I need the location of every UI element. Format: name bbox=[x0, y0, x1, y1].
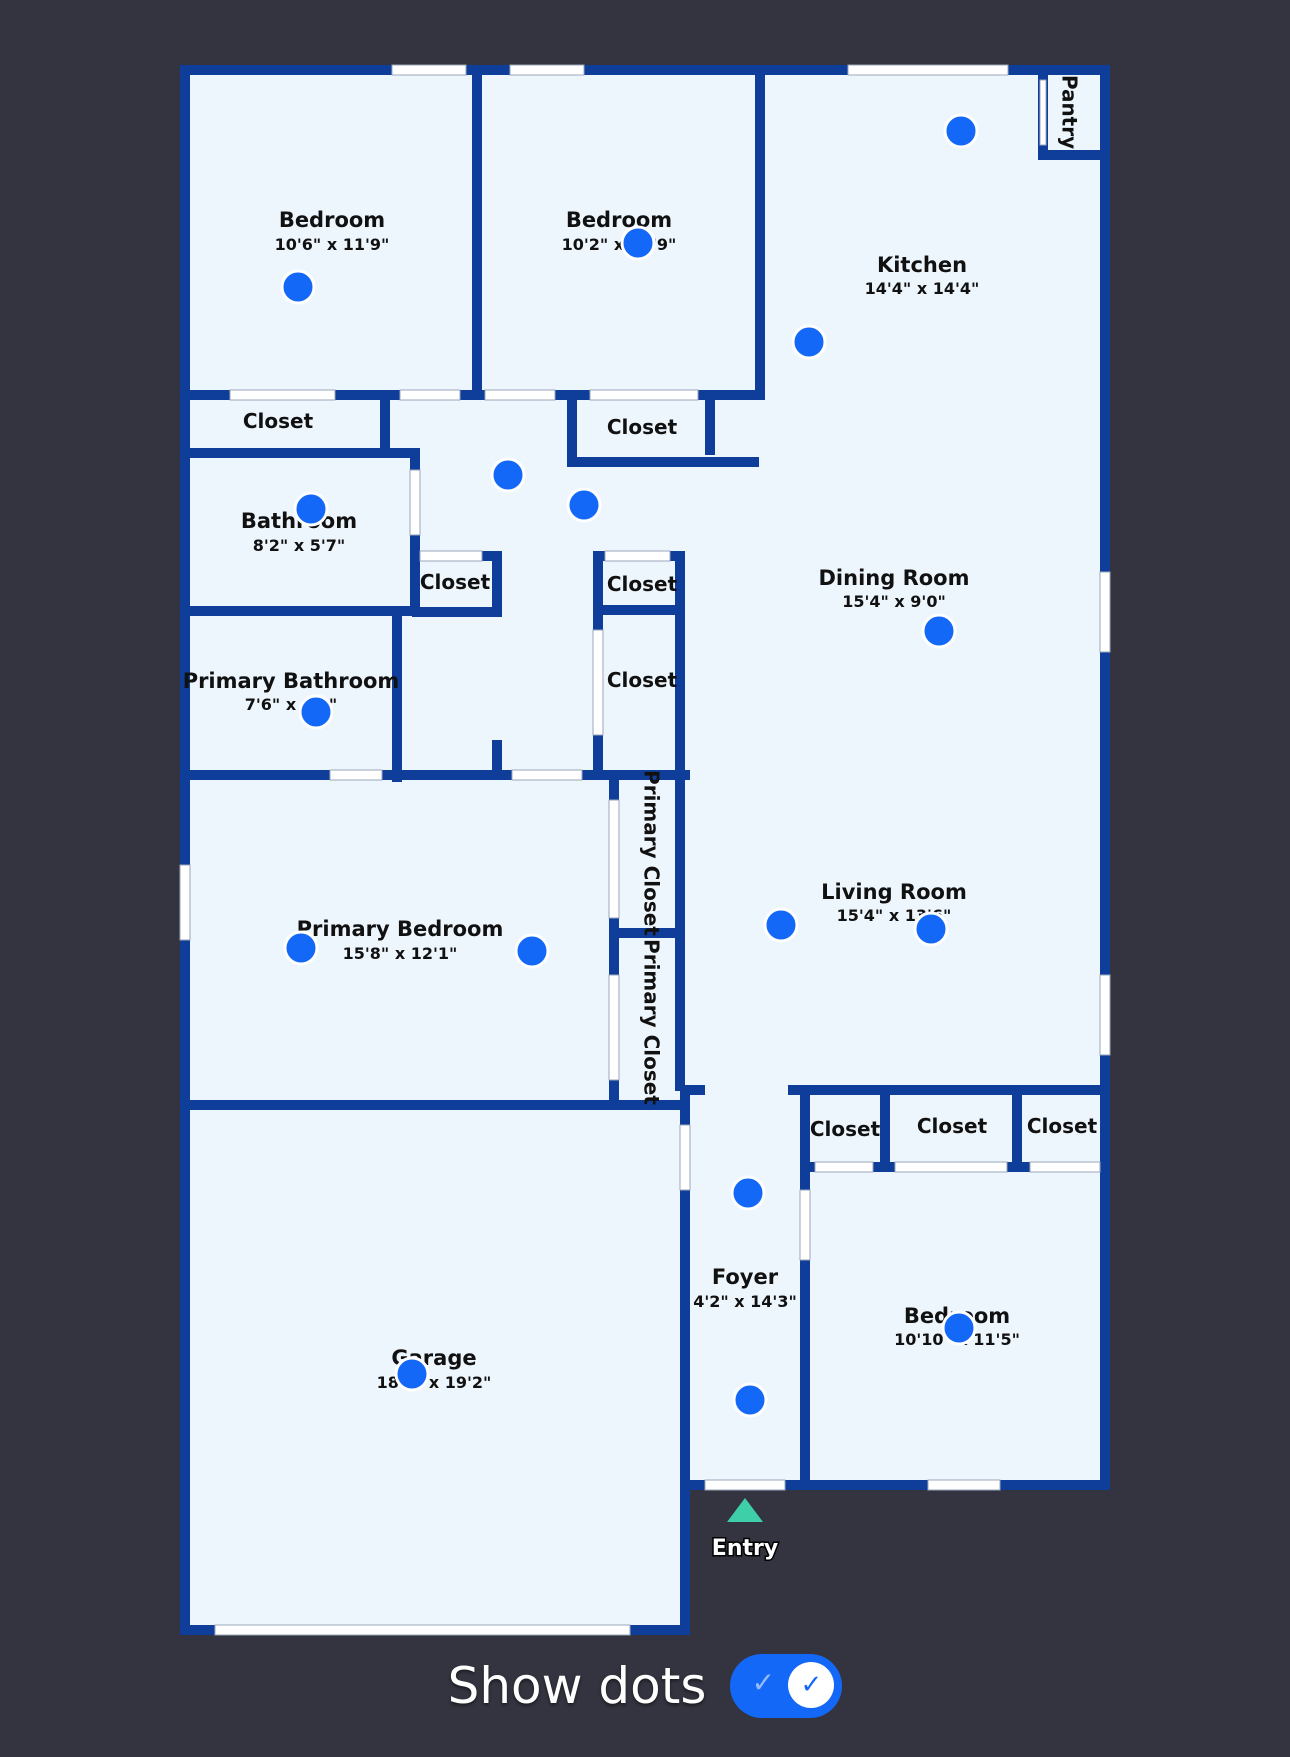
bedroom-1-dims: 10'6" x 11'9" bbox=[275, 235, 390, 254]
kitchen-dims: 14'4" x 14'4" bbox=[865, 279, 980, 298]
check-icon: ✓ bbox=[800, 1670, 823, 1700]
photo-dot[interactable] bbox=[763, 907, 799, 943]
show-dots-toggle[interactable]: ✓ ✓ bbox=[730, 1654, 843, 1718]
primary-closet-1-label: Primary Closet bbox=[640, 770, 664, 936]
closet-8-label: Closet bbox=[1027, 1114, 1098, 1138]
primary-bedroom-dims: 15'8" x 12'1" bbox=[343, 944, 458, 963]
closet-3-label: Closet bbox=[420, 570, 491, 594]
primary-bedroom-name: Primary Bedroom bbox=[297, 917, 504, 941]
photo-dot[interactable] bbox=[298, 694, 334, 730]
bedroom-2-dims: 10'2" x 11'9" bbox=[562, 235, 677, 254]
foyer-dims: 4'2" x 14'3" bbox=[693, 1292, 797, 1311]
check-icon: ✓ bbox=[751, 1666, 776, 1699]
pantry-label: Pantry bbox=[1058, 75, 1082, 149]
entry-label: Entry bbox=[712, 1536, 778, 1561]
bathroom-dims: 8'2" x 5'7" bbox=[253, 536, 345, 555]
photo-dot[interactable] bbox=[283, 930, 319, 966]
photo-dot[interactable] bbox=[280, 269, 316, 305]
closet-6-label: Closet bbox=[810, 1117, 881, 1141]
photo-dot[interactable] bbox=[913, 911, 949, 947]
toggle-knob[interactable]: ✓ bbox=[788, 1662, 835, 1708]
entry-marker: Entry bbox=[710, 1498, 780, 1563]
dining-room-dims: 15'4" x 9'0" bbox=[842, 592, 946, 611]
photo-dot[interactable] bbox=[490, 457, 526, 493]
photo-dot[interactable] bbox=[921, 613, 957, 649]
openings bbox=[179, 64, 1111, 1636]
closet-4-label: Closet bbox=[607, 572, 678, 596]
photo-dot[interactable] bbox=[730, 1175, 766, 1211]
bedroom-1-name: Bedroom bbox=[279, 208, 385, 232]
photo-dot[interactable] bbox=[620, 225, 656, 261]
primary-closet-2-label: Primary Closet bbox=[640, 939, 664, 1105]
entry-arrow-icon bbox=[727, 1498, 763, 1522]
photo-dot[interactable] bbox=[394, 1356, 430, 1392]
closet-2-label: Closet bbox=[607, 415, 678, 439]
living-room-name: Living Room bbox=[821, 880, 967, 904]
garage-dims: 18'8" x 19'2" bbox=[377, 1373, 492, 1392]
floor-plan: Bedroom 10'6" x 11'9" Bedroom 10'2" x 11… bbox=[179, 64, 1111, 1636]
photo-dot[interactable] bbox=[732, 1382, 768, 1418]
photo-dot[interactable] bbox=[566, 487, 602, 523]
photo-dot[interactable] bbox=[293, 491, 329, 527]
closet-7-label: Closet bbox=[917, 1114, 988, 1138]
photo-dot[interactable] bbox=[791, 324, 827, 360]
dining-room-name: Dining Room bbox=[819, 566, 970, 590]
show-dots-label: Show dots bbox=[447, 1657, 707, 1715]
primary-bathroom-name: Primary Bathroom bbox=[183, 669, 400, 693]
foyer-name: Foyer bbox=[712, 1265, 779, 1289]
show-dots-toggle-row: Show dots ✓ ✓ bbox=[0, 1650, 1290, 1722]
photo-dots[interactable] bbox=[280, 113, 979, 1418]
photo-dot[interactable] bbox=[941, 1310, 977, 1346]
bedroom-2-name: Bedroom bbox=[566, 208, 672, 232]
kitchen-name: Kitchen bbox=[877, 253, 967, 277]
photo-dot[interactable] bbox=[943, 113, 979, 149]
closet-5-label: Closet bbox=[607, 668, 678, 692]
photo-dot[interactable] bbox=[514, 933, 550, 969]
closet-1-label: Closet bbox=[243, 409, 314, 433]
